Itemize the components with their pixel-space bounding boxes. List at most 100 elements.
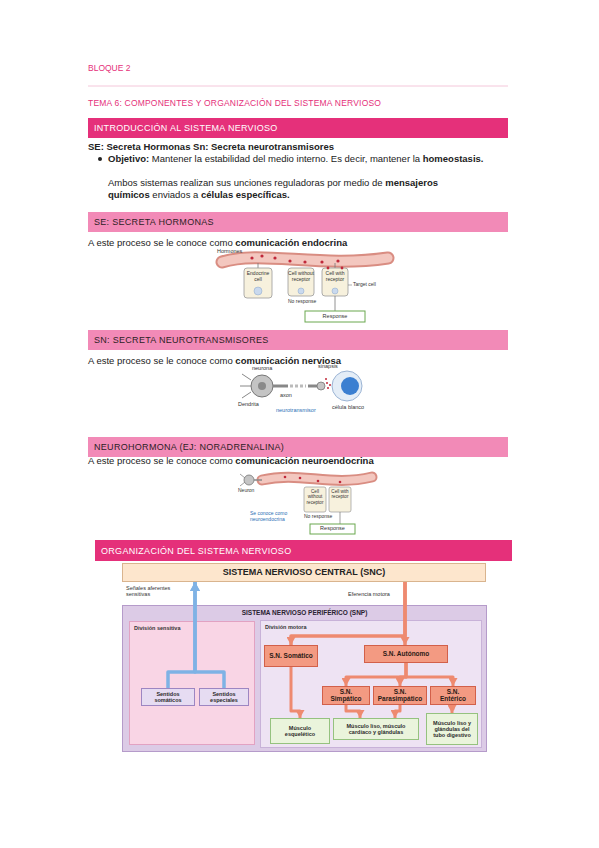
flow-arrow [168, 582, 195, 688]
system-box: S.N. Autónomo [364, 645, 448, 663]
node-text: S.N. Entérico [433, 688, 473, 703]
flow-arrow [395, 705, 400, 718]
figure-label: Neuron [238, 488, 254, 494]
neuroendocrine-illustration [310, 524, 355, 534]
neuron-illustration [327, 387, 329, 389]
neuron-illustration [258, 382, 266, 390]
figure-label: Endocrine cell [245, 271, 271, 283]
figure-label: No response [288, 299, 316, 305]
figure-label: Target cell [353, 282, 376, 288]
neuroendocrine-illustration [244, 475, 254, 485]
endocrine-illustration [303, 260, 306, 263]
neuroendocrine-illustration [340, 512, 341, 524]
figure-label: Hormones [217, 248, 242, 254]
neuroendocrine-illustration [329, 487, 351, 512]
neuron-illustration [329, 384, 331, 386]
body-paragraph: Objetivo:Mantener la estabilidad del med… [108, 153, 508, 165]
endocrine-illustration [320, 260, 323, 263]
figure-label: célula blanco [332, 404, 364, 410]
label-heading: BLOQUE 2 [88, 64, 131, 74]
flow-arrow [406, 663, 453, 686]
body-paragraph: A este proceso se le conoce comocomunica… [88, 455, 508, 467]
division-box: División sensitivaSentidos somáticosSent… [129, 621, 255, 745]
figure-label: Cell with receptor [329, 489, 351, 500]
neuroendocrine-illustration [262, 477, 372, 480]
neuroendocrine-illustration [317, 480, 320, 483]
neuron-illustration [251, 375, 273, 397]
node-text: Músculo liso, músculo cardíaco y glándul… [336, 723, 416, 736]
node-text: INTRODUCCIÓN AL SISTEMA NERVIOSO [94, 123, 278, 133]
endocrine-illustration [254, 287, 262, 295]
neuron-illustration [273, 385, 288, 388]
bold-text: comunicación endocrina [235, 237, 347, 248]
endocrine-illustration [335, 296, 336, 311]
header-rule [88, 86, 508, 87]
body-text: Ambos sistemas realizan sus unciones reg… [108, 177, 383, 188]
section-band: INTRODUCCIÓN AL SISTEMA NERVIOSO [88, 118, 508, 138]
endocrine-illustration [332, 288, 338, 294]
endocrine-illustration [288, 259, 291, 262]
figure-label: Cell with receptor [322, 271, 348, 283]
neuron-illustration [325, 378, 327, 380]
flow-arrow [452, 705, 453, 713]
bold-text: células específicas. [201, 189, 290, 200]
annotation-label: Eferencia motora [348, 591, 390, 597]
section-band: ORGANIZACIÓN DEL SISTEMA NERVIOSO [95, 540, 512, 561]
system-box: S.N. Simpático [322, 686, 370, 705]
node-text: S.N. Simpático [325, 688, 367, 703]
neuroendocrine-illustration [254, 479, 262, 481]
system-box: S.N. Parasimpático [373, 686, 427, 705]
endocrine-illustration [250, 256, 253, 259]
bold-text: Objetivo: [108, 153, 149, 164]
body-text: Mantener la estabilidad del medio intern… [152, 153, 420, 164]
neuroendocrine-illustration [284, 476, 287, 479]
neuroendocrine-illustration [299, 477, 302, 480]
figure-label: neurona [252, 365, 272, 371]
body-text: A este proceso se le conoce como [88, 455, 233, 466]
body-paragraph: A este proceso se le conoce comocomunica… [88, 355, 508, 367]
endocrine-illustration [341, 267, 344, 270]
sense-box: Sentidos somáticos [141, 688, 195, 706]
node-text: Sentidos especiales [202, 691, 246, 704]
region-fill [261, 621, 482, 748]
endocrine-illustration [260, 254, 263, 257]
figure-label: Cell without receptor [304, 489, 326, 505]
annotation-label: Señales aferentes sensitivas [126, 585, 184, 598]
page-title: TEMA 6: COMPONENTES Y ORGANIZACIÓN DEL S… [88, 99, 381, 109]
flow-arrow [195, 582, 224, 688]
region-fill [123, 606, 487, 752]
endocrine-illustration [348, 285, 352, 286]
bullet-dot [98, 157, 102, 161]
neuron-illustration [290, 385, 306, 388]
figure-label: neurotransmisor [276, 407, 316, 413]
effector-box: Músculo liso y glándulas del tubo digest… [426, 713, 478, 745]
endocrine-illustration [298, 288, 304, 294]
neuroendocrine-illustration [304, 487, 326, 512]
figure-label: Cell without receptor [288, 271, 314, 283]
neuroendocrine-illustration [262, 477, 372, 480]
neuroendocrine-illustration [339, 481, 342, 484]
neuron-illustration [242, 374, 251, 380]
bold-text: comunicación neuroendocrina [235, 455, 373, 466]
neuron-illustration [240, 371, 362, 401]
endocrine-illustration [273, 256, 276, 259]
figure-label: axon [280, 392, 292, 398]
endocrine-illustration [244, 268, 272, 298]
bullet-dot [98, 157, 102, 161]
endocrine-illustration [288, 268, 314, 296]
node-text: S.N. Parasimpático [376, 688, 424, 703]
pns-region: SISTEMA NERVIOSO PERIFÉRICO (SNP)Divisió… [122, 605, 487, 752]
flow-arrow [346, 663, 406, 686]
effector-box: Músculo esquelético [270, 718, 330, 744]
node-text: SN: SECRETA NEUROTRANSMISORES [94, 335, 269, 345]
neuroendocrine-illustration [240, 482, 245, 486]
neuron-illustration [341, 377, 359, 395]
node-text: SE: SECRETA HORMONAS [94, 217, 214, 227]
flow-arrow [403, 582, 407, 645]
endocrine-illustration [335, 263, 336, 268]
bold-text: homeostasis. [423, 153, 484, 164]
figure-label: Se conoce como neuroendocrina [250, 511, 300, 523]
flow-arrow [346, 705, 360, 718]
figure-label: No response [304, 514, 332, 520]
